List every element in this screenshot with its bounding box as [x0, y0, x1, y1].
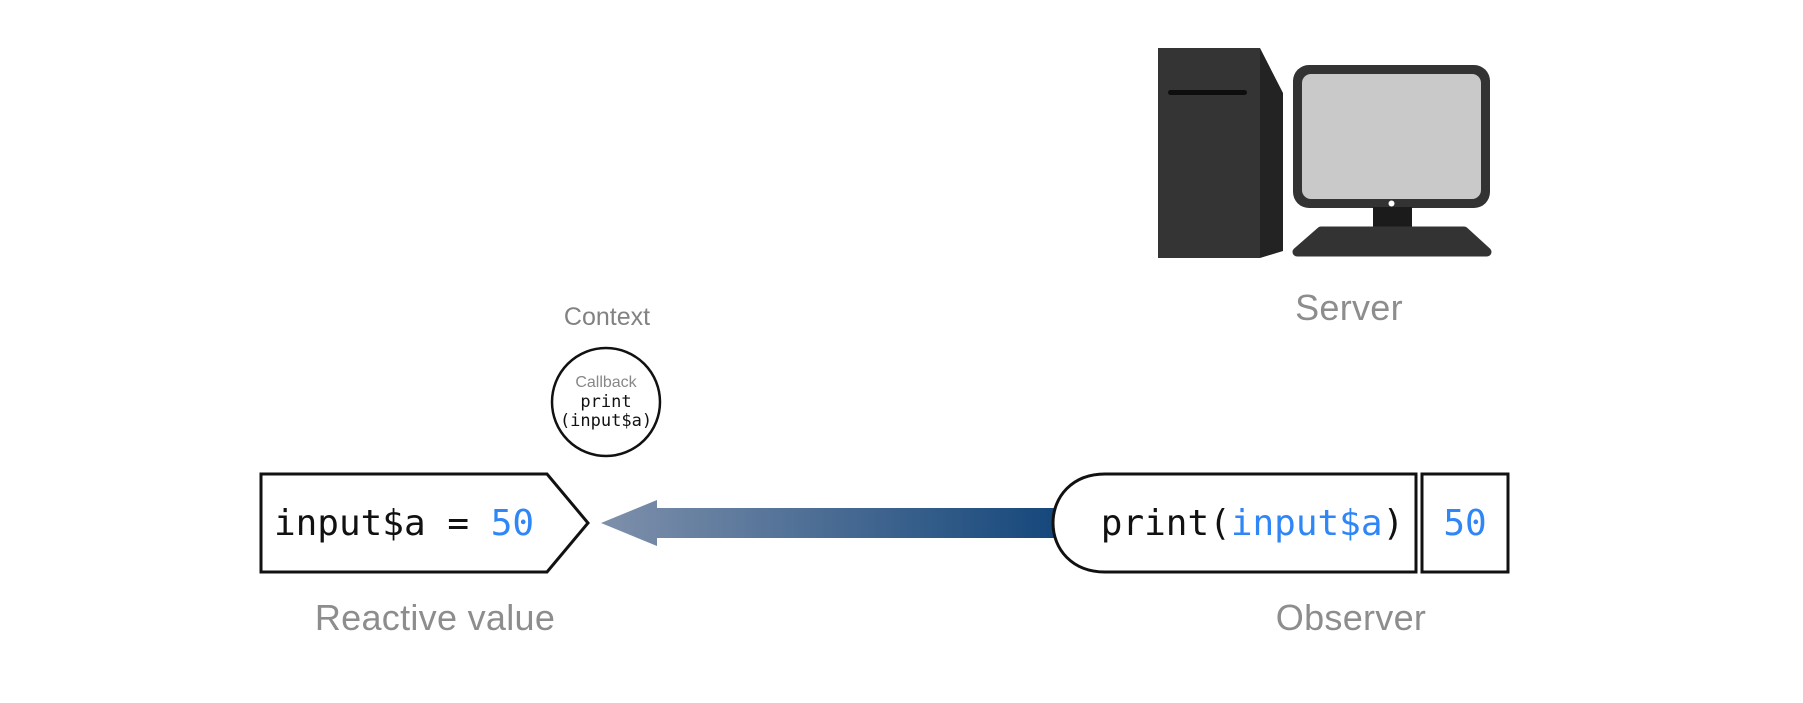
reactive-code-text: input$a = — [273, 502, 491, 544]
tower-slot — [1168, 90, 1247, 95]
tower-front — [1158, 48, 1260, 258]
observer-shape — [1051, 472, 1418, 574]
callback-code-line-1: print — [580, 392, 632, 412]
server-label: Server — [1295, 287, 1403, 328]
desktop-computer-icon — [1158, 48, 1492, 258]
context-bubble-text: Callback print (input$a) — [560, 373, 652, 431]
observer-code: print(input$a) — [1053, 474, 1416, 572]
monitor-base — [1292, 226, 1492, 257]
reactive-code-value: 50 — [490, 502, 535, 544]
observer-label: Observer — [1275, 597, 1427, 638]
monitor-power-dot — [1388, 200, 1395, 207]
observer-code-arg: input$a — [1230, 502, 1383, 544]
context-circle — [550, 346, 662, 458]
observer-value-text: 50 — [1443, 502, 1487, 544]
reactive-value-code: input$a = 50 — [261, 474, 547, 572]
monitor-neck — [1373, 207, 1412, 228]
reactive-value-label: Reactive value — [314, 597, 556, 638]
reactive-value-shape — [259, 472, 590, 574]
arrow-left — [601, 500, 1054, 546]
monitor-screen — [1302, 74, 1481, 199]
observer-value-box — [1420, 472, 1510, 574]
callback-label: Callback — [575, 374, 637, 391]
observer-code-before: print( — [1100, 502, 1231, 544]
callback-code-line-2: (input$a) — [559, 411, 653, 431]
context-label: Context — [563, 303, 651, 331]
tower-side-panel — [1260, 48, 1283, 258]
observer-value: 50 — [1422, 474, 1508, 572]
observer-code-after: ) — [1382, 502, 1405, 544]
